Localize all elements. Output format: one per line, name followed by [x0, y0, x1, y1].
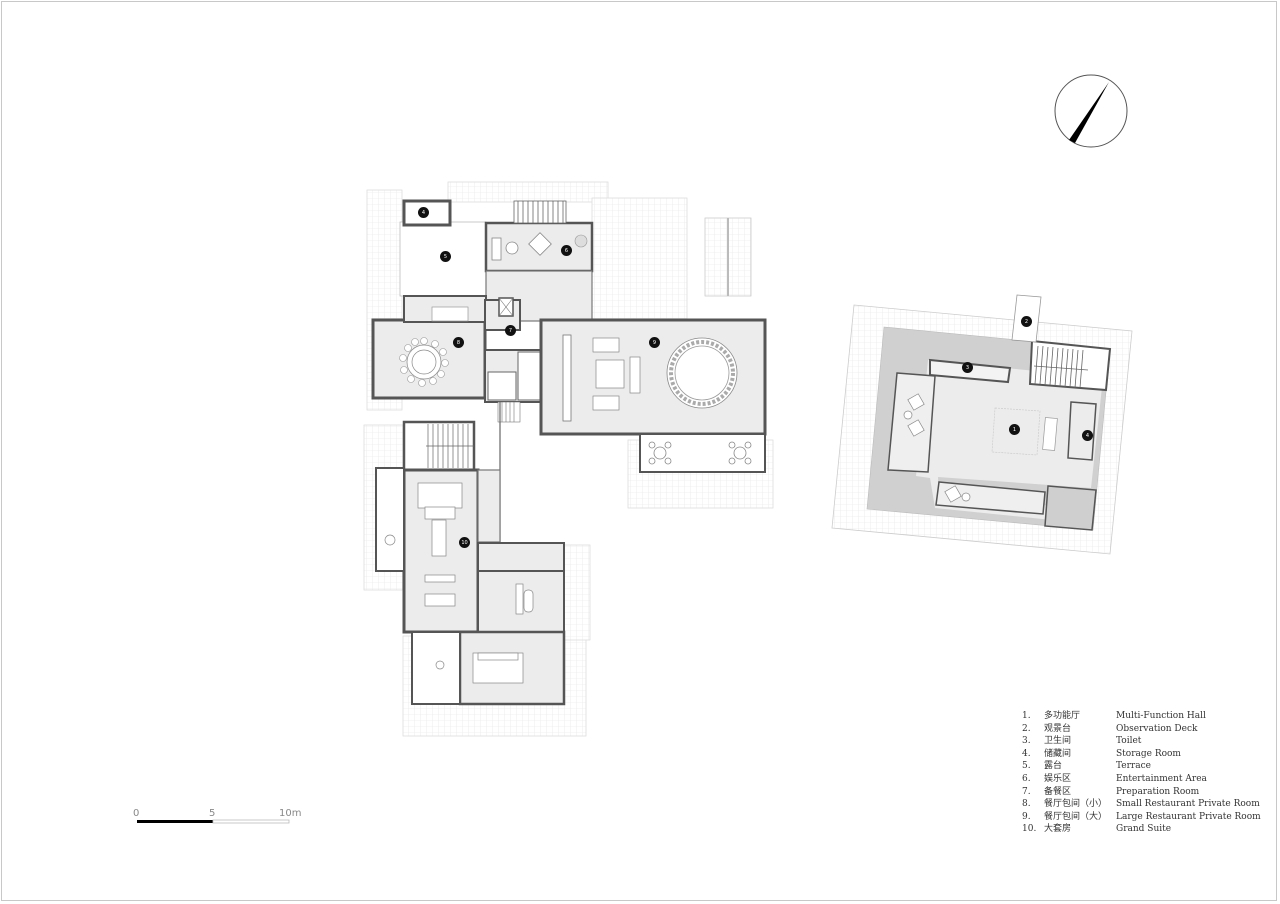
room-marker-1: 1: [1009, 424, 1020, 435]
room-marker-7: 7: [505, 325, 516, 336]
north-arrow-icon: [1054, 74, 1128, 148]
room-marker-5: 5: [440, 251, 451, 262]
room-marker-4-upper: 4: [1082, 430, 1093, 441]
legend-item: 9.餐厅包间（大）Large Restaurant Private Room: [1022, 811, 1261, 822]
room-marker-3: 3: [962, 362, 973, 373]
room-marker-8: 8: [453, 337, 464, 348]
room-marker-4: 4: [418, 207, 429, 218]
scale-bar: [137, 819, 290, 824]
main-floor-plan: [363, 181, 774, 737]
room-marker-9: 9: [649, 337, 660, 348]
room-marker-10: 10: [459, 537, 470, 548]
scale-label-5: 5: [209, 808, 216, 819]
scale-label-10m: 10m: [279, 808, 302, 819]
room-marker-2: 2: [1021, 316, 1032, 327]
scale-label-0: 0: [133, 808, 140, 819]
upper-floor-plan: [831, 294, 1133, 555]
legend-item: 8.餐厅包间（小）Small Restaurant Private Room: [1022, 799, 1260, 810]
room-marker-6: 6: [561, 245, 572, 256]
